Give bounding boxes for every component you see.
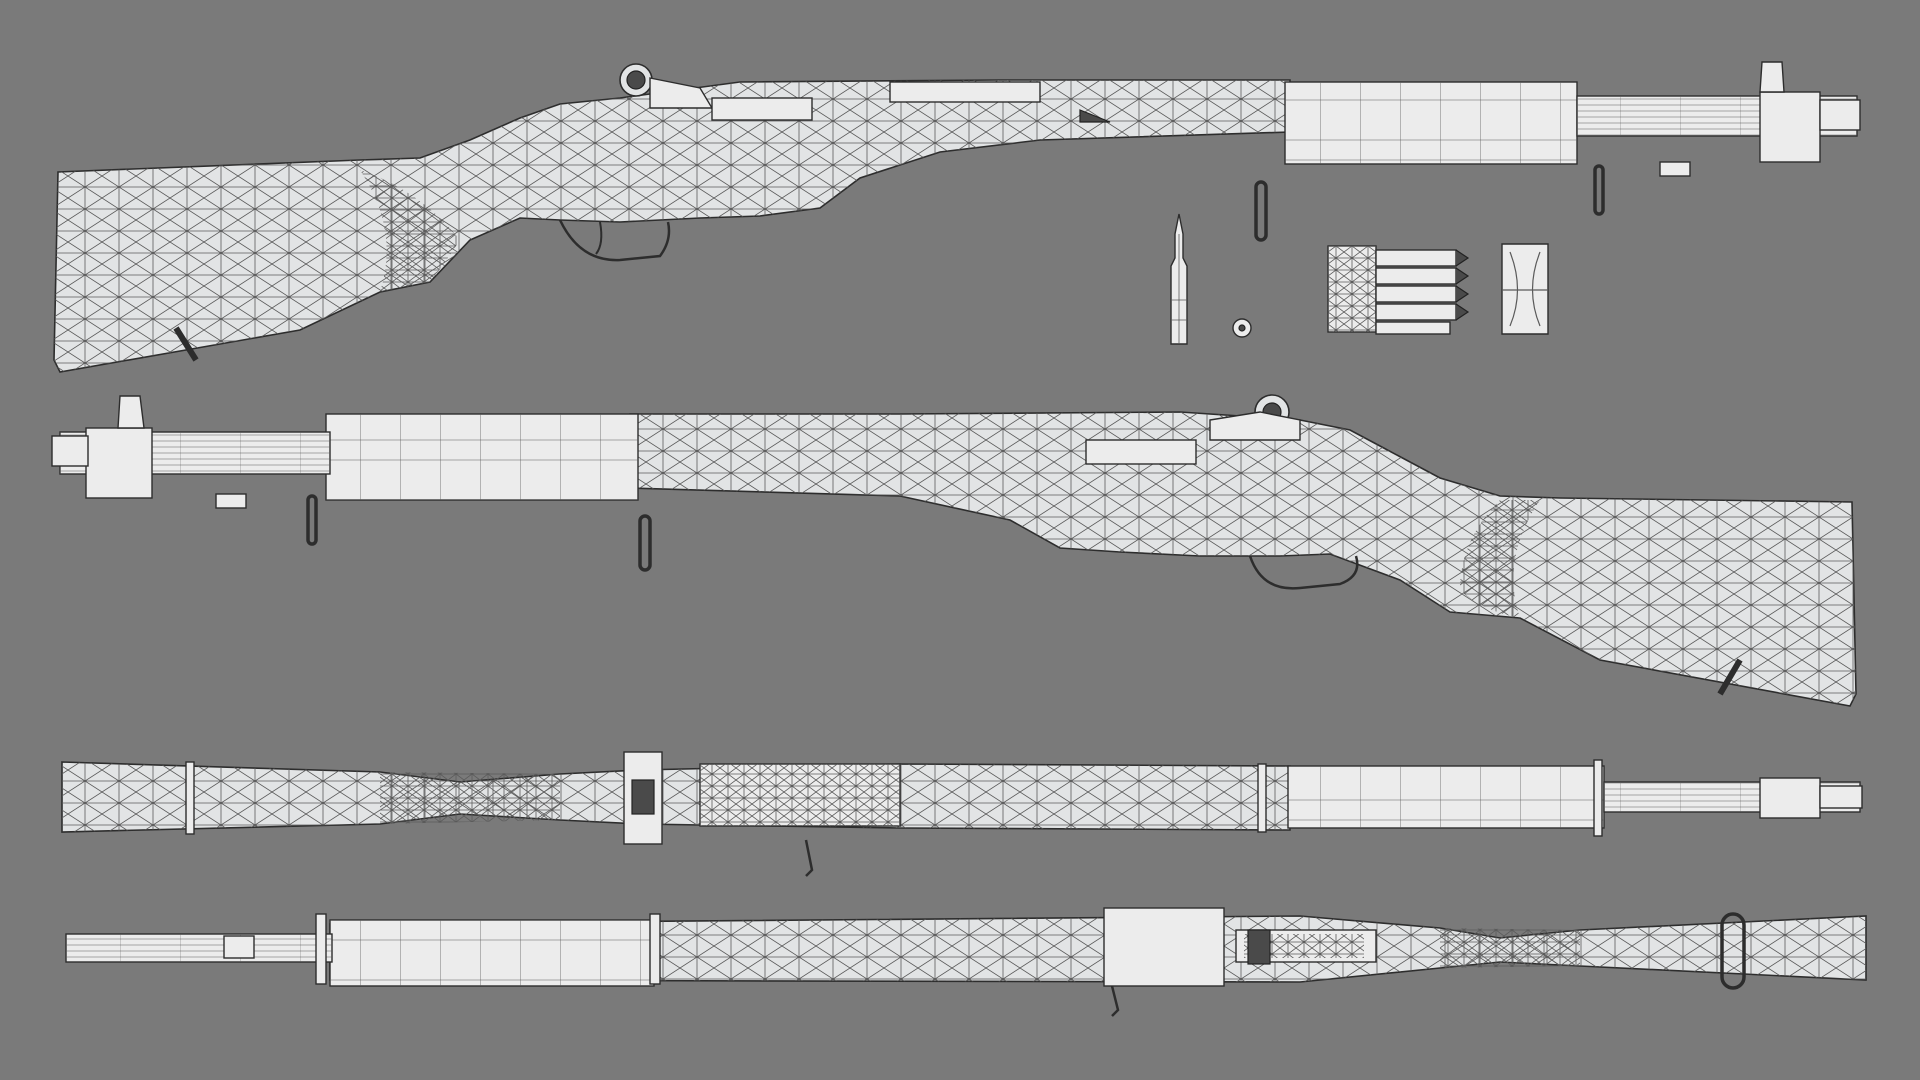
clip-empty — [1501, 243, 1549, 335]
muzzle-right — [51, 435, 89, 467]
sling-swivel-front-left — [1593, 164, 1605, 216]
grip-mesh — [360, 170, 460, 292]
butt-swivel-bottom — [1720, 912, 1746, 990]
operating-rod-right — [1085, 439, 1197, 465]
trigger-guard-left — [558, 219, 671, 262]
gas-cylinder-right — [85, 427, 153, 499]
bayonet-lug-left — [1659, 161, 1691, 177]
sling-swivel-front-right — [306, 494, 318, 546]
butt-swivel-right — [1717, 658, 1743, 696]
operating-rod-left — [711, 97, 813, 121]
clip-loaded — [1327, 245, 1470, 335]
front-sight-left — [1759, 61, 1785, 93]
muzzle-top — [1819, 785, 1863, 809]
bayonet-lug-right — [215, 493, 247, 509]
trigger-group-bottom — [1103, 907, 1225, 987]
rifle-left-side-view — [53, 61, 1861, 373]
gas-cylinder-left — [1759, 91, 1821, 163]
sling-swivel-mid-right — [638, 514, 652, 572]
grip-mesh-right — [1460, 500, 1540, 618]
front-sight-right — [117, 395, 145, 429]
cartridge-base — [1232, 318, 1252, 338]
muzzle-left — [1819, 99, 1861, 131]
cartridge — [1170, 213, 1188, 345]
trigger-guard-right — [1248, 555, 1359, 590]
rifle-right-side-view — [51, 394, 1857, 707]
butt-swivel-left — [173, 326, 199, 362]
accessories-group — [1170, 213, 1549, 345]
rifle-top-view — [61, 751, 1863, 877]
sling-swivel-mid-left — [1254, 180, 1268, 242]
magazine-well-bottom — [1247, 929, 1271, 965]
rifle-bottom-view — [65, 907, 1867, 1017]
